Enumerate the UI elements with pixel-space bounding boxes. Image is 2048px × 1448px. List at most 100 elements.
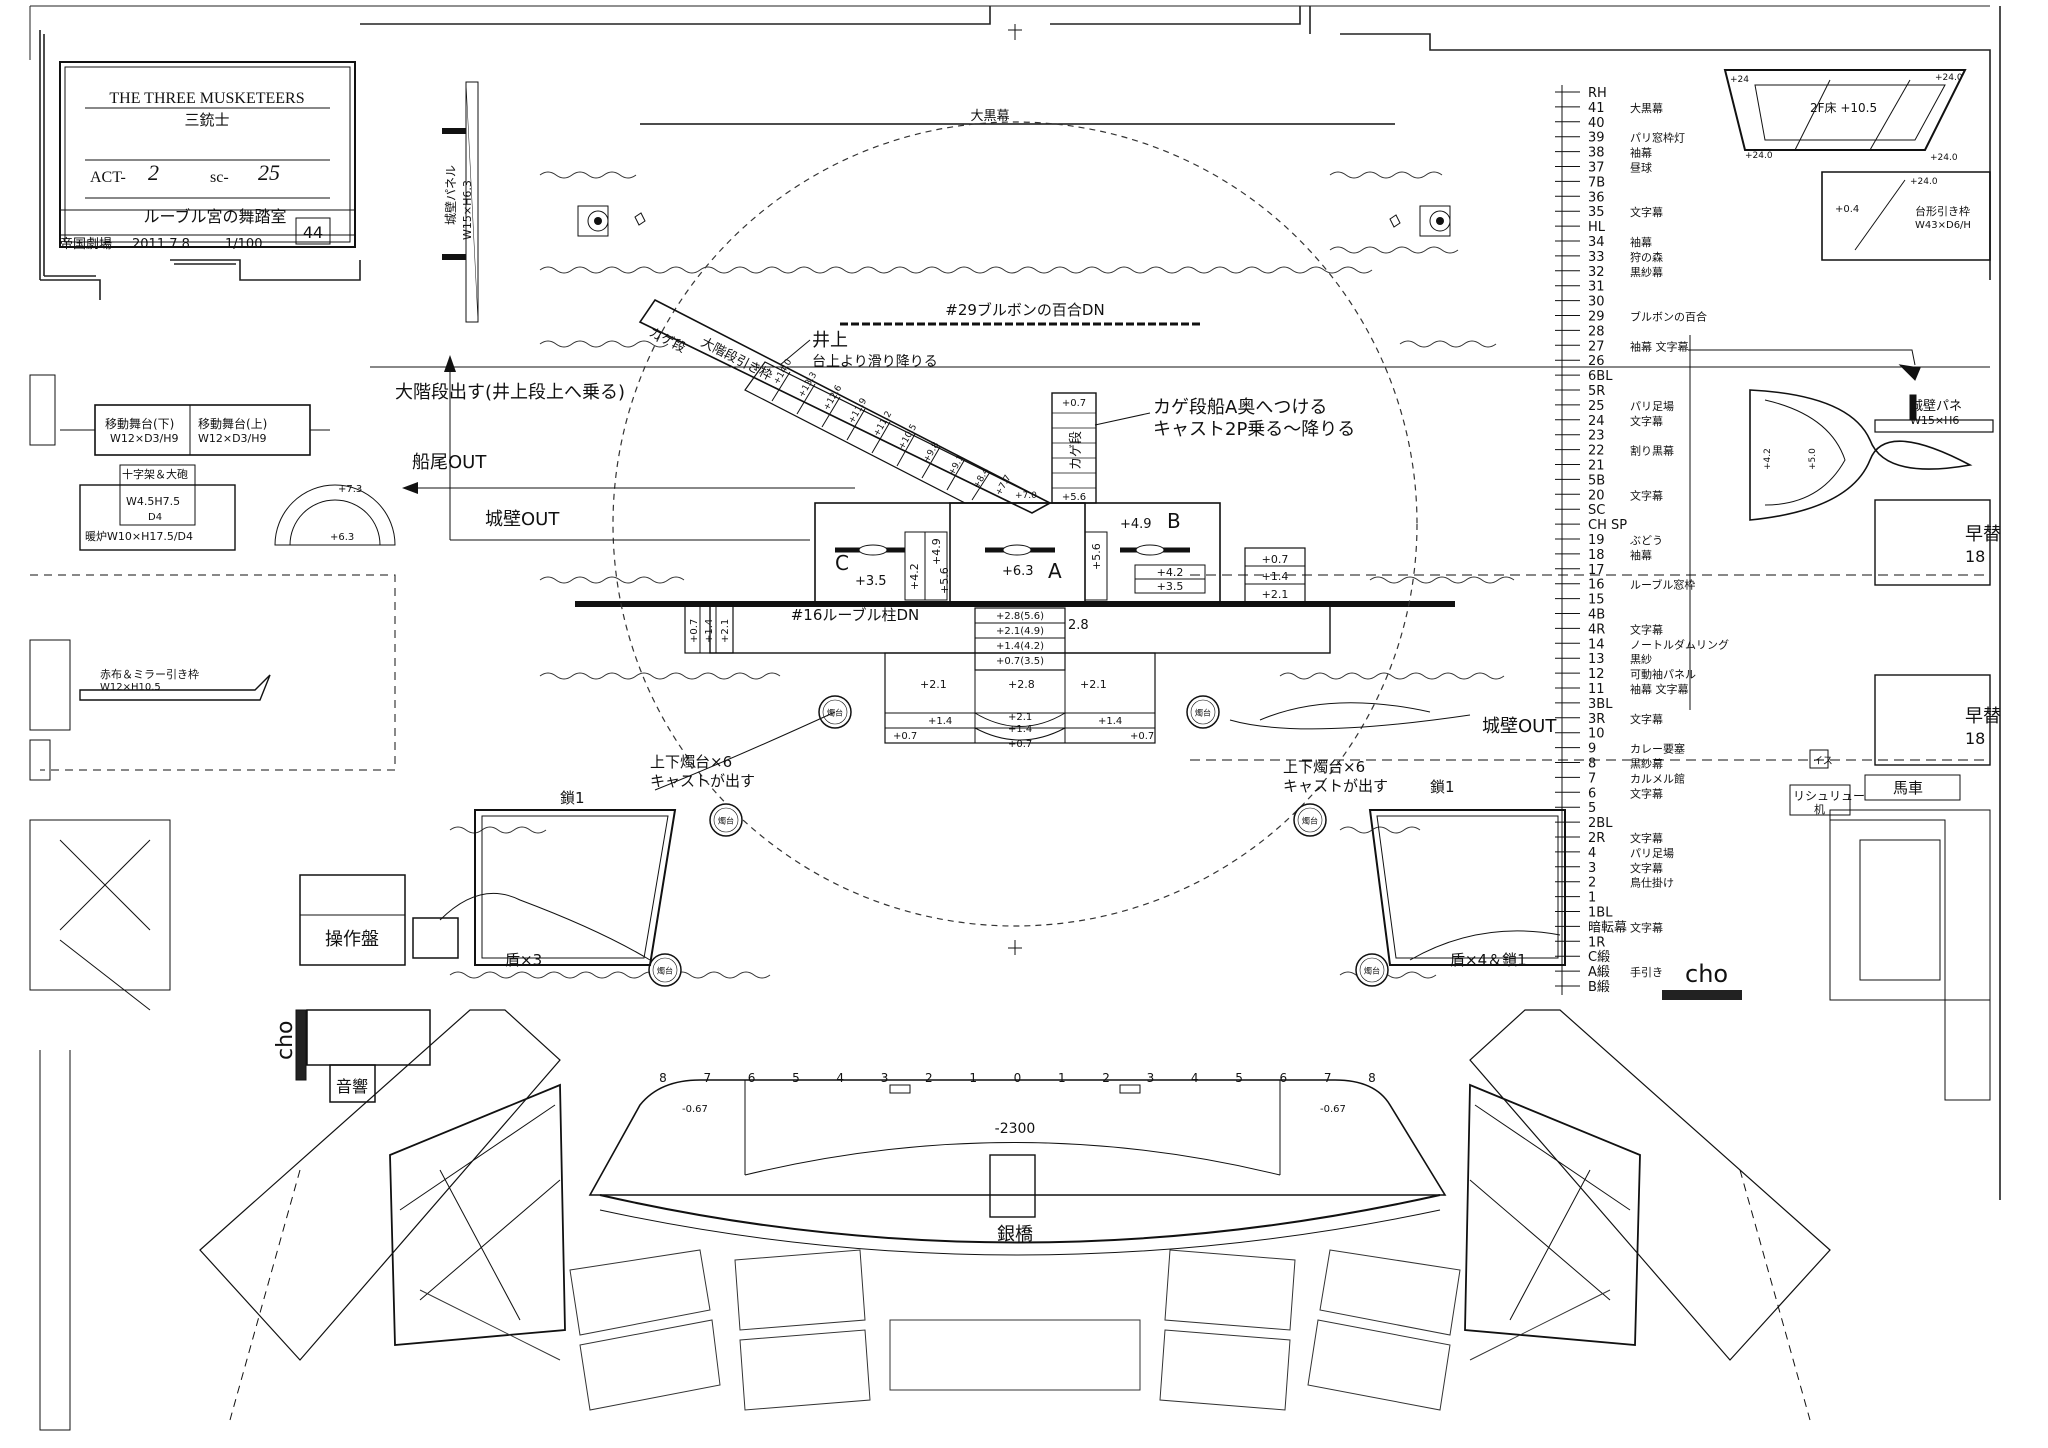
note-kage-1: カゲ段船A奥へつける — [1153, 397, 1327, 418]
bridge-label: 銀橋 — [997, 1224, 1033, 1245]
lineset-number: 2BL — [1588, 816, 1613, 831]
front-left-14: +1.4 — [928, 716, 952, 727]
lineset-name: カルメル館 — [1630, 771, 1685, 785]
sound-label: 音響 — [336, 1077, 368, 1096]
right-wing-storage — [1190, 69, 1994, 1101]
front-center-height: +2.8 — [1008, 678, 1035, 691]
quick-change-2-num: 18 — [1965, 729, 1985, 748]
lineset-number: 7 — [1588, 771, 1596, 786]
lineset-number: 26 — [1588, 354, 1605, 369]
lineset-number: 4 — [1588, 846, 1596, 861]
platform-a-letter: A — [1048, 559, 1062, 583]
lineset-name: 袖幕 — [1630, 548, 1652, 562]
note-inoue-1: 井上 — [812, 330, 848, 351]
seating-rows — [419, 1249, 1611, 1411]
act-label: ACT- — [90, 169, 126, 186]
lineset-name: 文字幕 — [1630, 205, 1663, 219]
lineset-number: 17 — [1588, 563, 1605, 578]
svg-text:燭台: 燭台 — [657, 966, 673, 976]
ruler-tick-label: 1 — [1058, 1071, 1066, 1085]
ruler-tick-label: 0 — [1014, 1071, 1022, 1085]
lineset-number: 5R — [1588, 384, 1605, 399]
lineset-name: 袖幕 文字幕 — [1630, 339, 1689, 353]
left-wing-storage — [29, 374, 396, 781]
lineset-name: 鳥仕掛け — [1630, 876, 1674, 890]
candle-marker: 燭台 — [648, 953, 682, 987]
lineset-name: 黒紗 — [1630, 653, 1652, 666]
lineset-name: 袖幕 — [1630, 146, 1652, 160]
lineset-number: 31 — [1588, 280, 1605, 295]
lineset-number: 21 — [1588, 459, 1605, 474]
wagon-lower-label: 移動舞台(下) — [105, 416, 174, 431]
lineset-name: ルーブル窓枠 — [1630, 578, 1695, 592]
candles-left-2: キャストが出す — [650, 772, 755, 790]
pit-left-depth: -0.67 — [682, 1104, 708, 1115]
candles-right-1: 上下燭台×6 — [1283, 758, 1365, 776]
svg-text:燭台: 燭台 — [1302, 816, 1318, 826]
ruler-tick-label: 8 — [659, 1071, 667, 1085]
candles-left-1: 上下燭台×6 — [650, 753, 732, 771]
cho-left: cho — [273, 1021, 298, 1061]
cho-right: cho — [1685, 960, 1728, 988]
lineset-number: 6BL — [1588, 369, 1613, 384]
kage-stairs-label: カゲ段 — [646, 325, 688, 356]
right-step-1: +0.7 — [1262, 553, 1289, 566]
lineset-number: 33 — [1588, 250, 1605, 265]
wall-out-right: 城壁OUT — [1482, 716, 1557, 737]
lineset-name: 黒紗幕 — [1630, 757, 1663, 771]
svg-text:燭台: 燭台 — [1195, 708, 1211, 718]
ruler-tick-label: 6 — [1280, 1071, 1288, 1085]
lineset-number: 2 — [1588, 876, 1596, 891]
note-kage-2: キャスト2P乗る～降りる — [1153, 419, 1355, 440]
stair-height-7: +9.8 — [922, 440, 942, 464]
candles-right-2: キャストが出す — [1283, 777, 1388, 795]
lineset-name: 文字幕 — [1630, 488, 1663, 502]
lineset-number: 7B — [1588, 175, 1605, 190]
plan-date: 2011.7.8 — [132, 237, 190, 252]
wall-panel-right-size: W15×H6 — [1910, 414, 1959, 427]
lineset-number: 4R — [1588, 622, 1605, 637]
lineset-name: 袖幕 — [1630, 235, 1652, 249]
platform-b-side: +5.6 — [1090, 543, 1103, 570]
svg-text:燭台: 燭台 — [718, 816, 734, 826]
left-step-2: +1.4 — [704, 619, 715, 643]
plus24-d: +24.0 — [1930, 153, 1958, 163]
platform-b-letter: B — [1167, 509, 1181, 533]
lineset-name: パリ足場 — [1630, 847, 1674, 860]
platform-a-height: +6.3 — [1002, 564, 1034, 579]
console-label: 操作盤 — [325, 929, 379, 950]
wagon-upper-size: W12×D3/H9 — [198, 432, 267, 445]
cross-label: 十字架＆大砲 — [122, 467, 188, 481]
scene-number: 25 — [258, 160, 280, 185]
front-center-21: +2.1 — [1008, 712, 1032, 723]
center-step-labels: +2.8(5.6) +2.1(4.9) +1.4(4.2) +0.7(3.5) … — [893, 611, 1154, 750]
lineset-name: 昼球 — [1630, 161, 1652, 175]
wagon-lower-size: W12×D3/H9 — [110, 432, 179, 445]
left-step-1: +0.7 — [689, 619, 700, 643]
plus24-e: +24.0 — [1910, 177, 1938, 187]
lineset-number: 1 — [1588, 891, 1596, 906]
lineset-number: 36 — [1588, 190, 1605, 205]
lineset-number: 1BL — [1588, 906, 1613, 921]
quick-change-1-num: 18 — [1965, 547, 1985, 566]
lineset-name: 黒紗幕 — [1630, 265, 1663, 279]
lineset-number: 11 — [1588, 682, 1605, 697]
production-title: THE THREE MUSKETEERS — [109, 90, 304, 107]
theatre-name: 帝国劇場 — [60, 236, 112, 252]
control-area — [295, 874, 459, 1103]
lineset-name: 割り黒幕 — [1630, 444, 1674, 458]
lineset-number: 5B — [1588, 473, 1605, 488]
ruler-tick-label: 5 — [792, 1071, 800, 1085]
ruler-tick-label: 8 — [1368, 1071, 1376, 1085]
sheet-number: 44 — [303, 223, 323, 242]
front-right-07: +0.7 — [1130, 731, 1154, 742]
candle-marker: 燭台 — [1186, 695, 1220, 729]
ruler-tick-label: 1 — [969, 1071, 977, 1085]
lineset-number: A緞 — [1588, 964, 1610, 980]
platform-c-side-2: +4.9 — [930, 538, 943, 565]
platform-b-step-2: +3.5 — [1157, 580, 1184, 593]
carriage-label: 馬車 — [1893, 779, 1923, 797]
lineset-number: 10 — [1588, 727, 1605, 742]
richelieu-desk: 机 — [1814, 802, 1825, 816]
shields-left: 盾×3 — [505, 951, 542, 969]
